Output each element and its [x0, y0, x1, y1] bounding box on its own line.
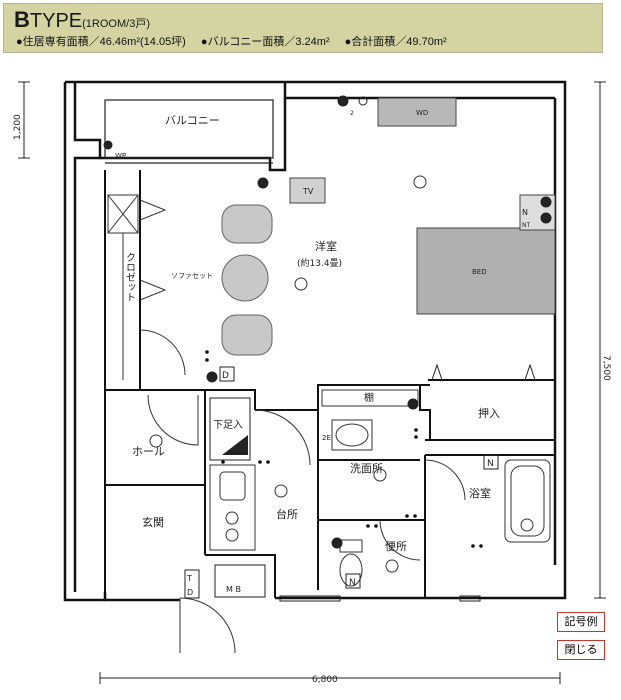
- closet-unit: [107, 194, 167, 380]
- n-toilet-label: N: [349, 578, 356, 588]
- wd-label: WD: [416, 109, 428, 117]
- t-label: T: [186, 574, 192, 583]
- sofa-set: [221, 204, 273, 356]
- d-marker: [219, 366, 235, 382]
- close-button[interactable]: 閉じる: [557, 640, 605, 660]
- dimension-top-left-label: 1,200: [13, 114, 23, 140]
- mb-label: M B: [226, 585, 241, 594]
- type-units: (1ROOM/3戸): [82, 18, 150, 30]
- dimension-bottom: [99, 672, 561, 684]
- type-letter: B: [14, 7, 30, 32]
- shelf-unit: [321, 389, 419, 407]
- dimension-top-left: [18, 81, 30, 159]
- door-swings: [139, 329, 466, 654]
- area-specs: ●住居専有面積／46.46m²(14.05坪) ●バルコニー面積／3.24m² …: [16, 33, 459, 49]
- n-marker-toilet: [345, 573, 361, 589]
- tv-stand: [289, 177, 326, 204]
- shoe-box-mark: [222, 435, 248, 455]
- kitchen-label: 台所: [276, 507, 298, 521]
- hall-label: ホール: [132, 445, 165, 458]
- oshiire-label: 押入: [478, 406, 500, 420]
- d-label: D: [222, 371, 229, 381]
- closet-label: クロゼット: [124, 252, 136, 302]
- switch-2e-label: 2E: [322, 434, 331, 442]
- switch-2-label: 2: [350, 110, 354, 117]
- bed-label: BED: [472, 268, 487, 276]
- n-bath-label: N: [487, 459, 494, 469]
- spec-private-area: ●住居専有面積／46.46m²(14.05坪): [16, 36, 186, 48]
- shoe-box-label: 下足入: [213, 419, 243, 431]
- spec-balcony-area: ●バルコニー面積／3.24m²: [200, 36, 330, 48]
- switch-symbols: [103, 95, 552, 549]
- balcony-area: [104, 99, 274, 164]
- washer-dryer-space: [377, 97, 457, 127]
- tv-label: TV: [302, 187, 314, 196]
- bathtub: [504, 459, 551, 543]
- oshiire-unit: [431, 363, 536, 381]
- western-room-size: (約13.4畳): [297, 257, 342, 269]
- n-bed-label: N: [522, 208, 528, 217]
- bath-label: 浴室: [469, 486, 491, 500]
- type-title: BTYPE(1ROOM/3戸): [14, 7, 150, 33]
- mb-box: [214, 564, 266, 598]
- bottom-openings: [279, 595, 481, 602]
- sofa-label: ソファセット: [171, 272, 213, 280]
- spec-total-area: ●合計面積／49.70m²: [344, 36, 447, 48]
- type-name: TYPE: [29, 10, 83, 32]
- toilet-label: 便所: [385, 540, 407, 553]
- kitchen-counter: [209, 464, 256, 551]
- wp-label: WP: [115, 152, 126, 160]
- n-marker-bath: [483, 454, 499, 470]
- wash-basin: [331, 419, 373, 451]
- dimension-bottom-label: 6,800: [312, 675, 338, 685]
- light-fixtures: [149, 175, 427, 573]
- shelf-label: 棚: [364, 391, 374, 404]
- d-lower-label: D: [187, 588, 193, 597]
- western-room-label: 洋室: [315, 239, 337, 253]
- dimension-right-label: 7,500: [601, 355, 611, 381]
- nt-label: NT: [522, 222, 530, 229]
- shoe-box: [209, 397, 251, 461]
- entrance-label: 玄関: [142, 515, 164, 529]
- washroom-label: 洗面所: [350, 462, 383, 475]
- bed-outline: [416, 227, 556, 315]
- outlet-dots: [205, 350, 483, 548]
- td-marker: [184, 569, 200, 599]
- balcony-label: バルコニー: [165, 114, 220, 127]
- dimension-right: [594, 81, 606, 599]
- type-header: BTYPE(1ROOM/3戸) ●住居専有面積／46.46m²(14.05坪) …: [3, 3, 603, 53]
- legend-button[interactable]: 記号例: [557, 612, 605, 632]
